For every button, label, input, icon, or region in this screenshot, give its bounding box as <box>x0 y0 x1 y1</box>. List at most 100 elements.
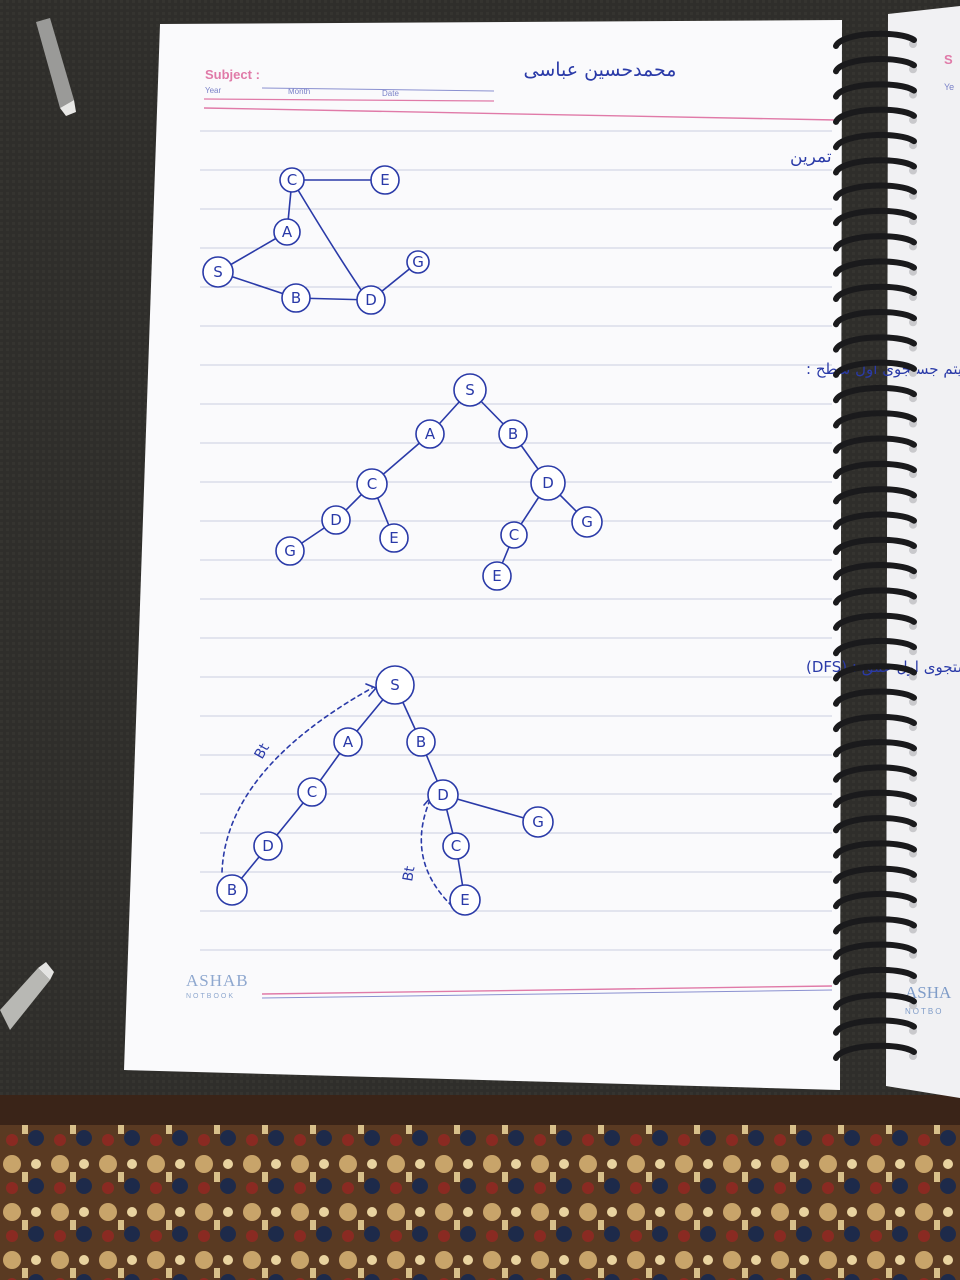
binding-coil <box>833 460 917 480</box>
header-line-blue <box>261 87 495 92</box>
svg-text:G: G <box>532 813 544 831</box>
binding-coil <box>833 865 917 884</box>
graph-node: A <box>273 218 301 246</box>
svg-text:D: D <box>365 291 377 309</box>
binding-coil <box>833 739 917 758</box>
svg-text:G: G <box>581 513 593 531</box>
binding-coil <box>833 157 917 176</box>
exercise-graph: C E A S B D G <box>202 165 430 315</box>
binding-coil <box>833 30 917 49</box>
author-name: محمدحسین عباسی <box>524 59 677 81</box>
next-page <box>886 6 960 1098</box>
tree-node: G <box>275 536 305 566</box>
binding-coil <box>833 435 917 454</box>
tree-node: D <box>427 779 459 811</box>
binding-coil <box>833 334 917 353</box>
pen-top-left <box>36 18 76 116</box>
binding-coil <box>833 764 917 783</box>
svg-text:B: B <box>291 289 301 307</box>
svg-text:S: S <box>390 676 400 694</box>
svg-text:D: D <box>542 474 554 492</box>
svg-text:S: S <box>213 263 223 281</box>
svg-text:A: A <box>282 223 293 241</box>
svg-text:D: D <box>437 786 449 804</box>
binding-coil <box>833 789 917 808</box>
svg-text:E: E <box>460 891 469 909</box>
bfs-heading: الگوریتم جستجوی اول سطح : <box>806 360 960 378</box>
graph-node: S <box>202 256 234 288</box>
svg-text:C: C <box>287 171 297 189</box>
backtrack-label: Bt <box>400 865 418 883</box>
binding-coil <box>833 992 917 1011</box>
header-line-pink-long <box>203 107 837 121</box>
next-page-tagline-fragment: NOTBO <box>905 1007 943 1016</box>
binding-coil <box>833 840 917 859</box>
svg-text:S: S <box>465 381 475 399</box>
binding-coil <box>833 890 917 910</box>
binding-coil <box>833 81 917 100</box>
binding-coil <box>833 587 917 606</box>
next-page-brand-fragment: ASHA <box>905 983 952 1002</box>
next-page-year-fragment: Ye <box>944 82 954 92</box>
tree-node: A <box>333 727 363 757</box>
svg-text:E: E <box>380 171 389 189</box>
tree-node: G <box>522 806 554 838</box>
svg-text:D: D <box>262 837 274 855</box>
graph-node: E <box>370 165 400 195</box>
subject-label: Subject : <box>205 67 260 82</box>
header-line-pink-short <box>203 98 495 102</box>
bfs-tree: S A B C D D E G C G E <box>275 373 603 591</box>
binding-coil <box>833 815 917 834</box>
binding-coil <box>833 384 917 404</box>
svg-text:B: B <box>508 425 518 443</box>
tree-node: C <box>297 777 327 807</box>
binding-coil <box>833 182 917 201</box>
svg-text:B: B <box>416 733 426 751</box>
svg-text:C: C <box>367 475 377 493</box>
binding-coil <box>833 713 917 733</box>
svg-text:A: A <box>343 733 354 751</box>
tree-node: D <box>253 831 283 861</box>
graph-node: D <box>356 285 386 315</box>
spiral-binding <box>833 30 917 1061</box>
date-label: Date <box>382 89 399 98</box>
svg-text:B: B <box>227 881 237 899</box>
tree-node: G <box>571 506 603 538</box>
binding-coil <box>833 359 917 378</box>
svg-text:G: G <box>284 542 296 560</box>
binding-coil <box>833 486 917 505</box>
tree-node: E <box>449 884 481 916</box>
binding-coil <box>833 941 917 960</box>
next-page-subject-fragment: S <box>944 52 953 67</box>
binding-coil <box>833 233 917 252</box>
tree-node: D <box>530 465 566 501</box>
binding-coil <box>833 131 917 151</box>
tree-node: C <box>500 521 528 549</box>
graph-node: C <box>279 167 305 193</box>
binding-coil <box>833 916 917 935</box>
svg-text:E: E <box>492 567 501 585</box>
binding-coil <box>833 283 917 302</box>
svg-text:C: C <box>307 783 317 801</box>
year-label: Year <box>205 86 222 95</box>
tree-node: E <box>482 561 512 591</box>
binding-coil <box>833 536 917 555</box>
binding-coil <box>833 309 917 328</box>
binding-coil <box>833 106 917 125</box>
binding-coil <box>833 1042 917 1061</box>
tree-node: D <box>321 505 351 535</box>
brand-tagline: NOTBOOK <box>186 993 235 1000</box>
tree-node: E <box>379 523 409 553</box>
svg-text:C: C <box>509 526 519 544</box>
graph-node: B <box>281 283 311 313</box>
binding-coil <box>833 663 917 682</box>
binding-coil <box>833 410 917 429</box>
carpet-background <box>0 1125 960 1280</box>
tree-node: C <box>356 468 388 500</box>
svg-text:D: D <box>330 511 342 529</box>
binding-coil <box>833 688 917 707</box>
binding-coil <box>833 258 917 277</box>
svg-text:C: C <box>451 837 461 855</box>
folder-edge <box>0 1095 960 1125</box>
